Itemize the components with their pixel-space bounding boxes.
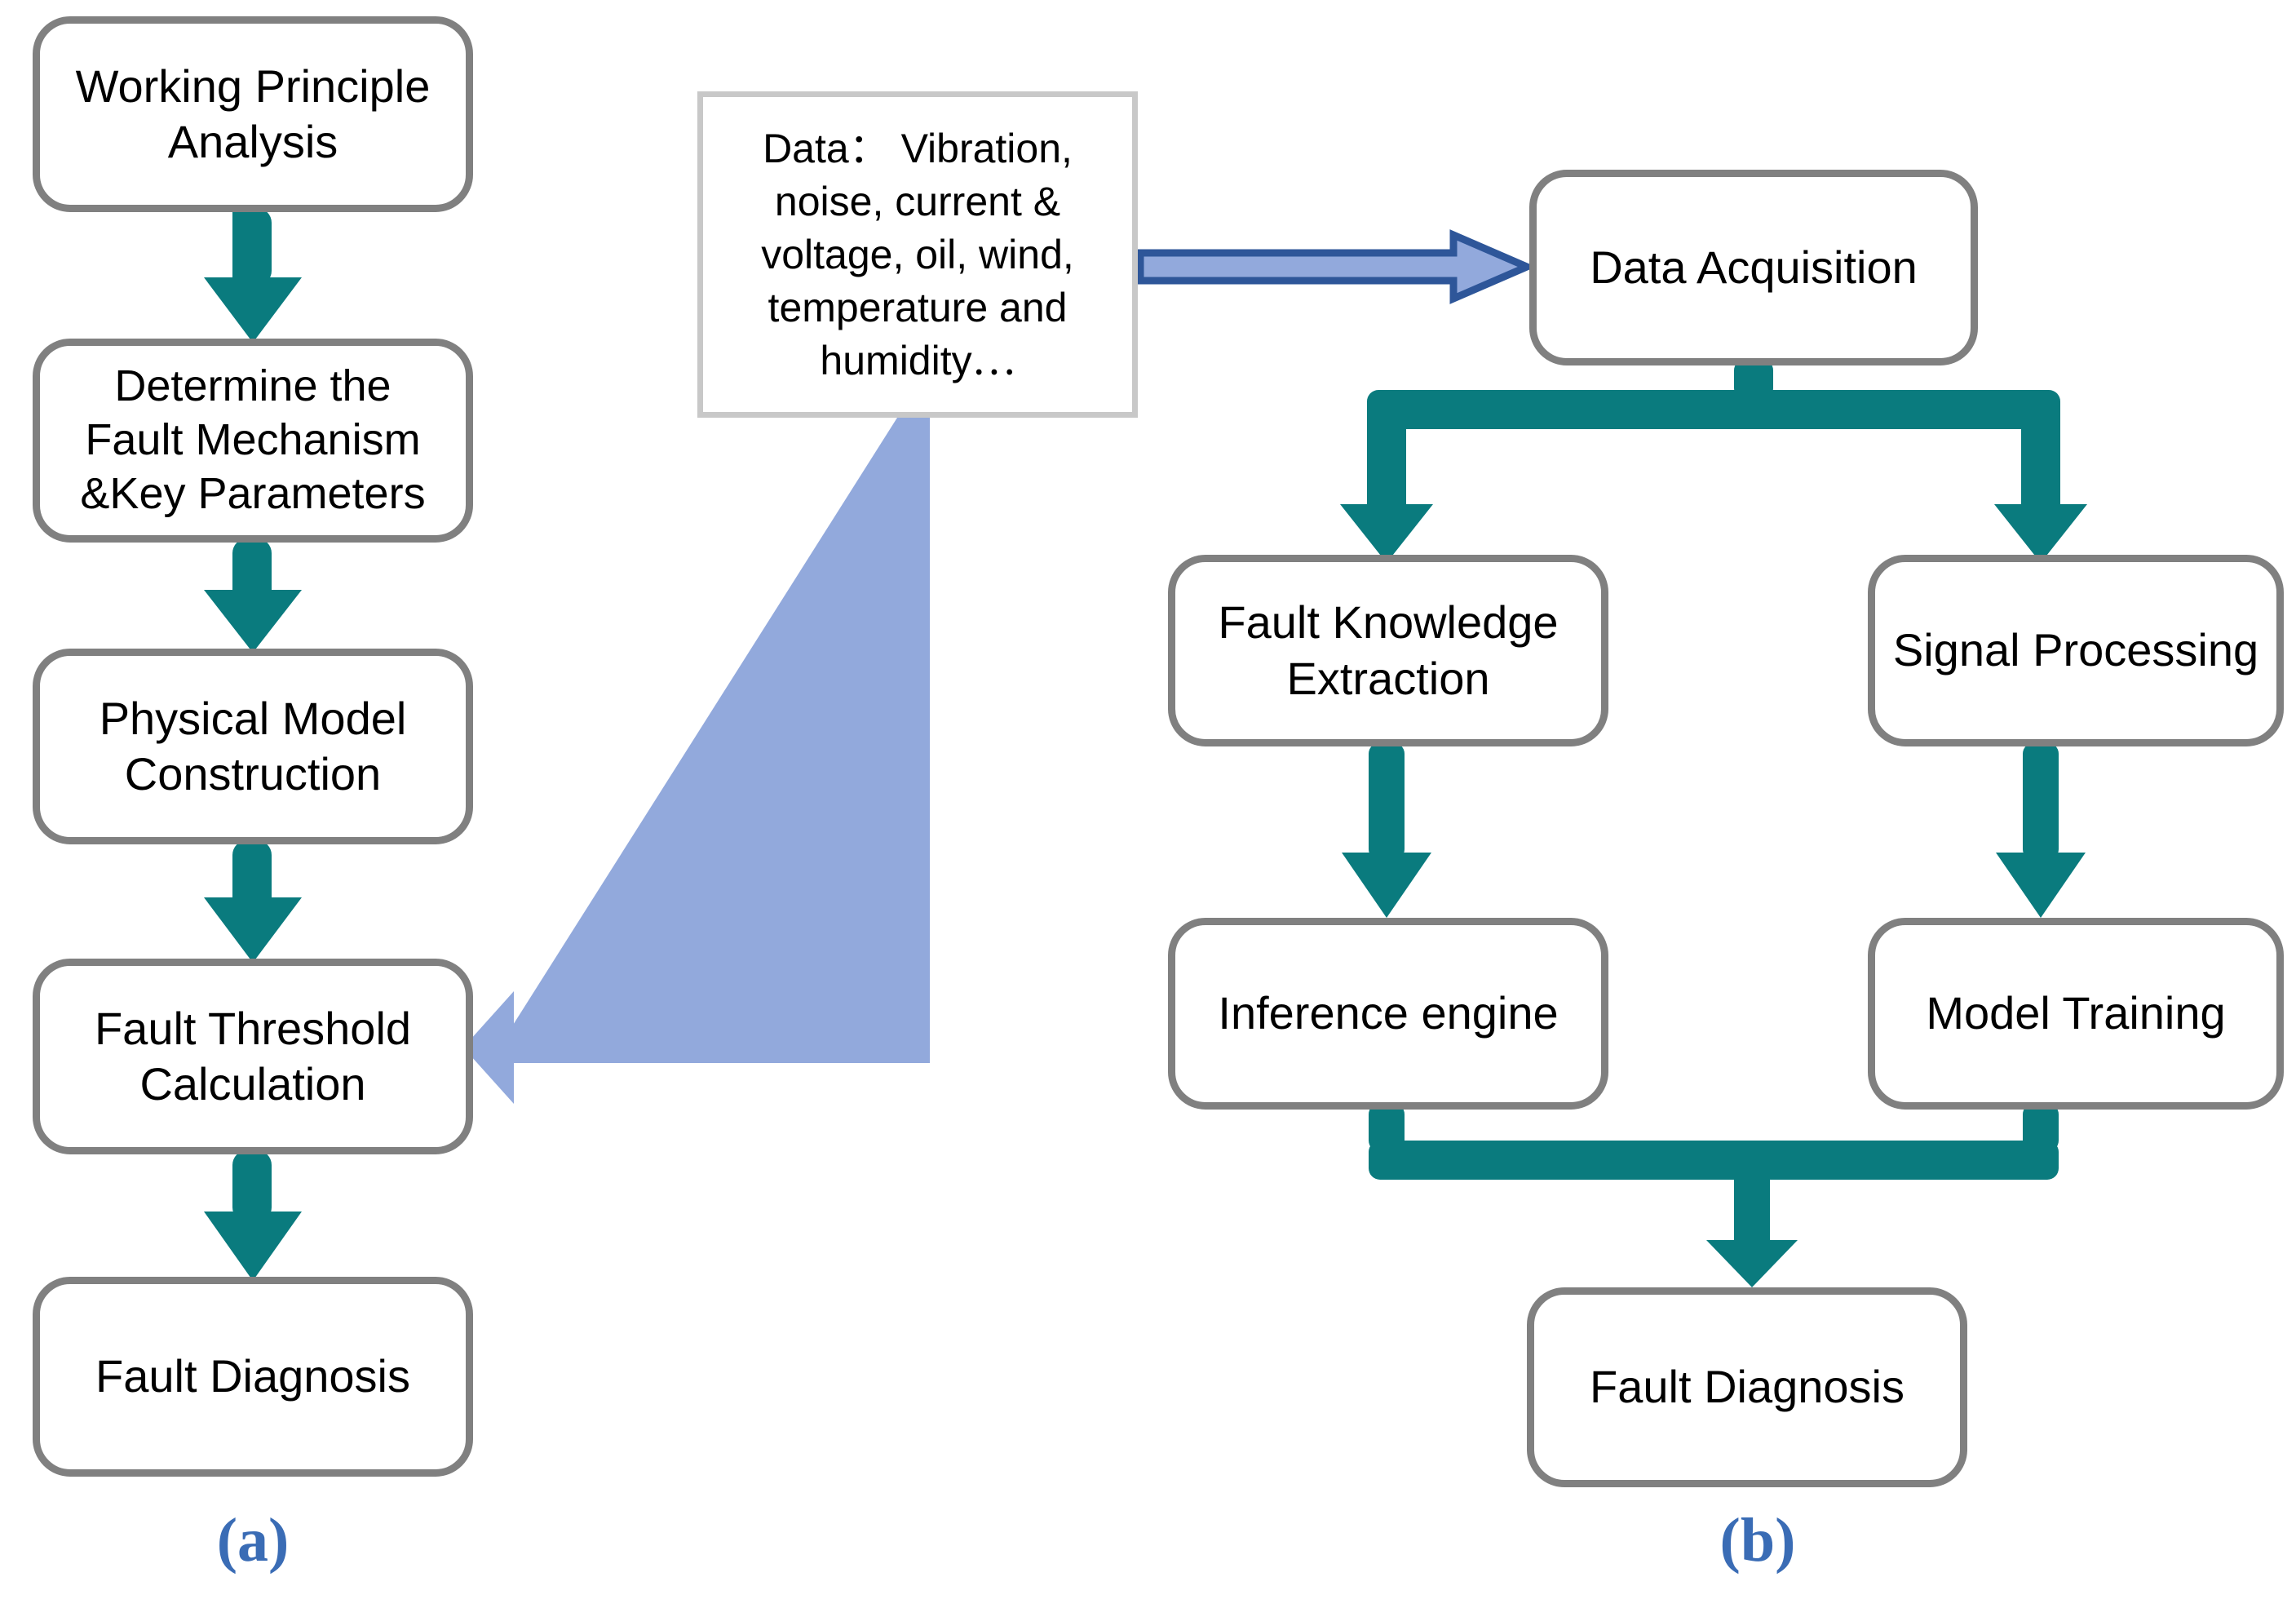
connector-physical-model-to-threshold [204,840,302,963]
node-determine-fault-mechanism[interactable]: Determine the Fault Mechanism &Key Param… [33,339,473,543]
connector-working-principle-to-determine [204,208,302,343]
node-fault-knowledge-extraction[interactable]: Fault Knowledge Extraction [1168,555,1608,746]
connector-signal-processing-to-model-training [1996,742,2086,918]
node-physical-model-construction[interactable]: Physical Model Construction [33,649,473,844]
node-inference-engine[interactable]: Inference engine [1168,918,1608,1110]
node-model-training[interactable]: Model Training [1868,918,2284,1110]
panel-caption-a: (a) [216,1506,290,1575]
connector-determine-to-physical-model [204,538,302,653]
node-fault-diagnosis-b[interactable]: Fault Diagnosis [1527,1287,1967,1487]
blue-arrow-data-to-acquisition [1136,229,1537,304]
node-fault-diagnosis-a[interactable]: Fault Diagnosis [33,1277,473,1477]
connector-threshold-to-fault-diagnosis-a [204,1150,302,1281]
node-signal-processing[interactable]: Signal Processing [1868,555,2284,746]
panel-caption-b: (b) [1719,1506,1796,1575]
connector-merge-to-fault-diagnosis-b [1369,1103,2059,1287]
node-fault-threshold-calculation[interactable]: Fault Threshold Calculation [33,959,473,1154]
blue-arrow-data-to-threshold [463,418,930,1104]
node-data-acquisition[interactable]: Data Acquisition [1529,170,1978,365]
connector-data-acquisition-split [1340,359,2087,563]
connector-fault-knowledge-to-inference [1342,742,1431,918]
node-working-principle-analysis[interactable]: Working Principle Analysis [33,16,473,212]
data-sources-box[interactable]: Data： Vibration, noise, current & voltag… [697,91,1138,418]
